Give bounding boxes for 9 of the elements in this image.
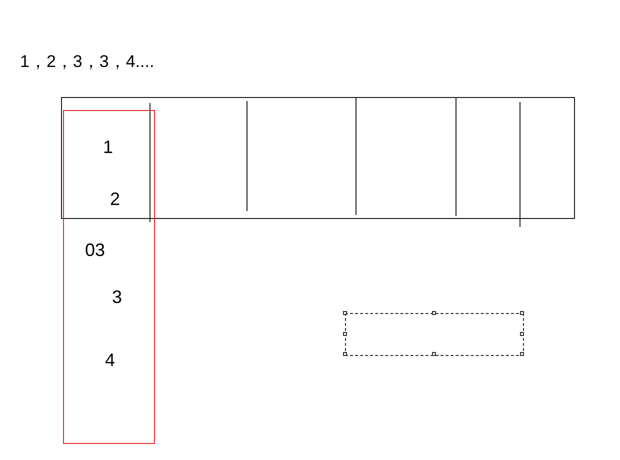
selection-box [345,313,524,356]
highlight-box [63,110,155,444]
table-frame [61,97,575,219]
title: 1，2，3，3，4.... [20,51,154,73]
number-label: 1 [103,137,114,157]
number-label: 3 [112,287,122,307]
number-label: 03 [85,240,106,260]
number-label: 2 [110,189,120,209]
number-label: 4 [105,350,116,370]
